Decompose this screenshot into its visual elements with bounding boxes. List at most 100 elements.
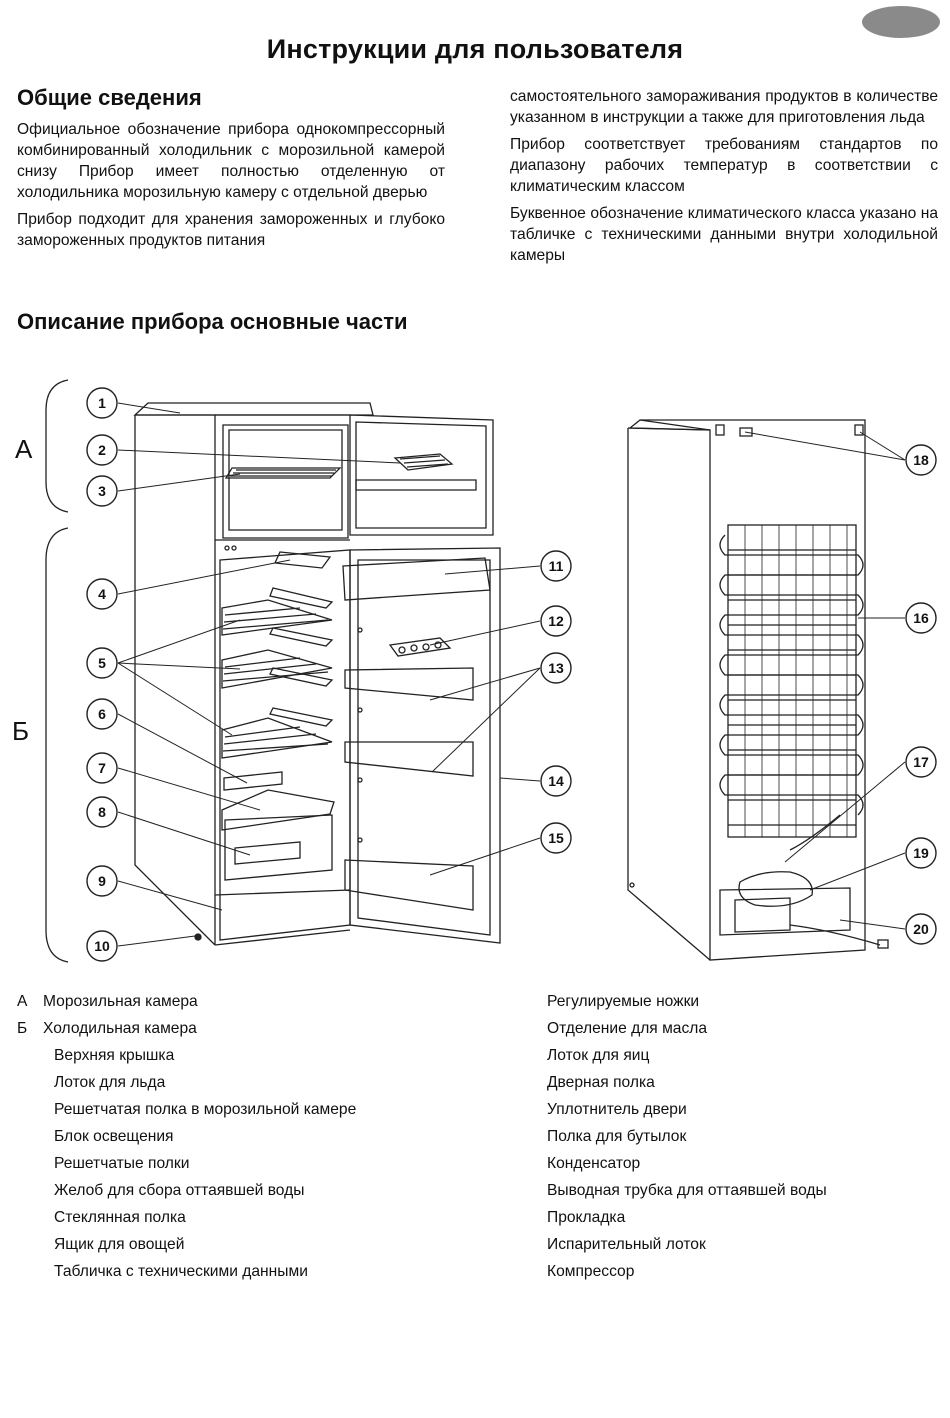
leader-lines: [117, 402, 906, 947]
callout-circle: [86, 796, 118, 828]
callout-number: 12: [548, 613, 564, 629]
callout-circle: [905, 837, 937, 869]
legend-item: Выводная трубка для оттаявшей воды: [547, 1182, 827, 1199]
callout-number: 3: [98, 483, 106, 499]
legend-item: Ящик для овощей: [54, 1236, 185, 1253]
callout-number: 5: [98, 655, 106, 671]
callout-circle: [86, 930, 118, 962]
callout-15: 15: [540, 822, 572, 854]
callout-number: 13: [548, 660, 564, 676]
legend-item: Желоб для сбора оттаявшей воды: [54, 1182, 305, 1199]
legend-item: Отделение для масла: [547, 1020, 708, 1037]
callout-number: 11: [549, 558, 564, 574]
callout-number: 2: [98, 442, 106, 458]
zone-a-label: А: [15, 434, 33, 464]
legend-item: Компрессор: [547, 1263, 635, 1280]
callout-circle: [905, 602, 937, 634]
zone-b-label: Б: [12, 716, 29, 746]
callout-circle: [540, 765, 572, 797]
legend-item: Прокладка: [547, 1209, 626, 1226]
callout-2: 2: [86, 434, 118, 466]
legend-item: Табличка с техническими данными: [54, 1263, 308, 1280]
legend-item: Дверная полка: [547, 1074, 655, 1091]
callout-1: 1: [86, 387, 118, 419]
page-tab-marker: [862, 6, 940, 38]
general-paragraph: Официальное обозначение прибора однокомп…: [17, 121, 445, 201]
callout-circle: [86, 387, 118, 419]
legend-section-label: Морозильная камера: [43, 993, 198, 1010]
general-heading: Общие сведения: [17, 85, 202, 110]
general-paragraph: Буквенное обозначение климатического кла…: [510, 205, 938, 264]
callout-number: 8: [98, 804, 106, 820]
callout-circle: [540, 605, 572, 637]
callout-circle: [540, 550, 572, 582]
page-title: Инструкции для пользователя: [266, 34, 684, 64]
legend-item: Блок освещения: [54, 1128, 174, 1145]
callout-4: 4: [86, 578, 118, 610]
callout-3: 3: [86, 475, 118, 507]
general-paragraph: Прибор подходит для хранения замороженны…: [17, 211, 445, 249]
callout-16: 16: [905, 602, 937, 634]
legend-section-a: А Морозильная камера: [17, 988, 356, 1015]
callout-8: 8: [86, 796, 118, 828]
callout-circle: [86, 578, 118, 610]
callout-12: 12: [540, 605, 572, 637]
parts-heading: Описание прибора основные части: [17, 309, 408, 334]
callout-circle: [905, 746, 937, 778]
bracket-b: [45, 527, 69, 963]
callout-circle: [86, 698, 118, 730]
parts-legend-right: Регулируемые ножки Отделение для масла Л…: [547, 988, 827, 1285]
legend-item: Стеклянная полка: [54, 1209, 186, 1226]
callout-14: 14: [540, 765, 572, 797]
callout-number: 18: [913, 452, 929, 468]
callout-number: 4: [98, 586, 106, 602]
callout-circle: [905, 444, 937, 476]
callout-11: 11: [540, 550, 572, 582]
callout-circle: [86, 752, 118, 784]
general-paragraph: Прибор соответствует требованиям стандар…: [510, 136, 938, 195]
callout-19: 19: [905, 837, 937, 869]
callout-circle: [86, 434, 118, 466]
legend-item: Полка для бутылок: [547, 1128, 687, 1145]
bracket-a: [45, 379, 69, 513]
callout-9: 9: [86, 865, 118, 897]
callout-number: 1: [98, 395, 106, 411]
callout-number: 15: [548, 830, 564, 846]
callout-18: 18: [905, 444, 937, 476]
legend-section-letter: А: [17, 993, 28, 1010]
callout-7: 7: [86, 752, 118, 784]
callout-17: 17: [905, 746, 937, 778]
legend-item: Решетчатая полка в морозильной камере: [54, 1101, 357, 1118]
legend-item: Лоток для яиц: [547, 1047, 650, 1064]
legend-item: Лоток для льда: [54, 1074, 166, 1091]
callout-20: 20: [905, 913, 937, 945]
callout-5: 5: [86, 647, 118, 679]
general-right-column: самостоятельного замораживания продуктов…: [510, 86, 938, 272]
callout-number: 6: [98, 706, 106, 722]
legend-item: Регулируемые ножки: [547, 993, 700, 1010]
legend-item: Решетчатые полки: [54, 1155, 190, 1172]
general-left-column: Официальное обозначение прибора однокомп…: [17, 119, 445, 257]
callout-circle: [86, 865, 118, 897]
legend-section-letter: Б: [17, 1020, 28, 1037]
legend-section-b: Б Холодильная камера: [17, 1015, 356, 1042]
legend-item: Верхняя крышка: [54, 1047, 175, 1064]
callout-circle: [540, 822, 572, 854]
legend-section-label: Холодильная камера: [43, 1020, 197, 1037]
callout-circle: [905, 913, 937, 945]
callout-number: 7: [98, 760, 106, 776]
fridge-back-view: [627, 419, 889, 961]
legend-item: Уплотнитель двери: [547, 1101, 687, 1118]
callout-number: 16: [913, 610, 929, 626]
callout-number: 14: [548, 773, 564, 789]
callout-number: 19: [913, 845, 929, 861]
callout-13: 13: [540, 652, 572, 684]
callout-circle: [86, 475, 118, 507]
callout-number: 9: [98, 873, 106, 889]
legend-item: Конденсатор: [547, 1155, 641, 1172]
legend-item: Испарительный лоток: [547, 1236, 706, 1253]
callout-6: 6: [86, 698, 118, 730]
callout-number: 20: [913, 921, 929, 937]
